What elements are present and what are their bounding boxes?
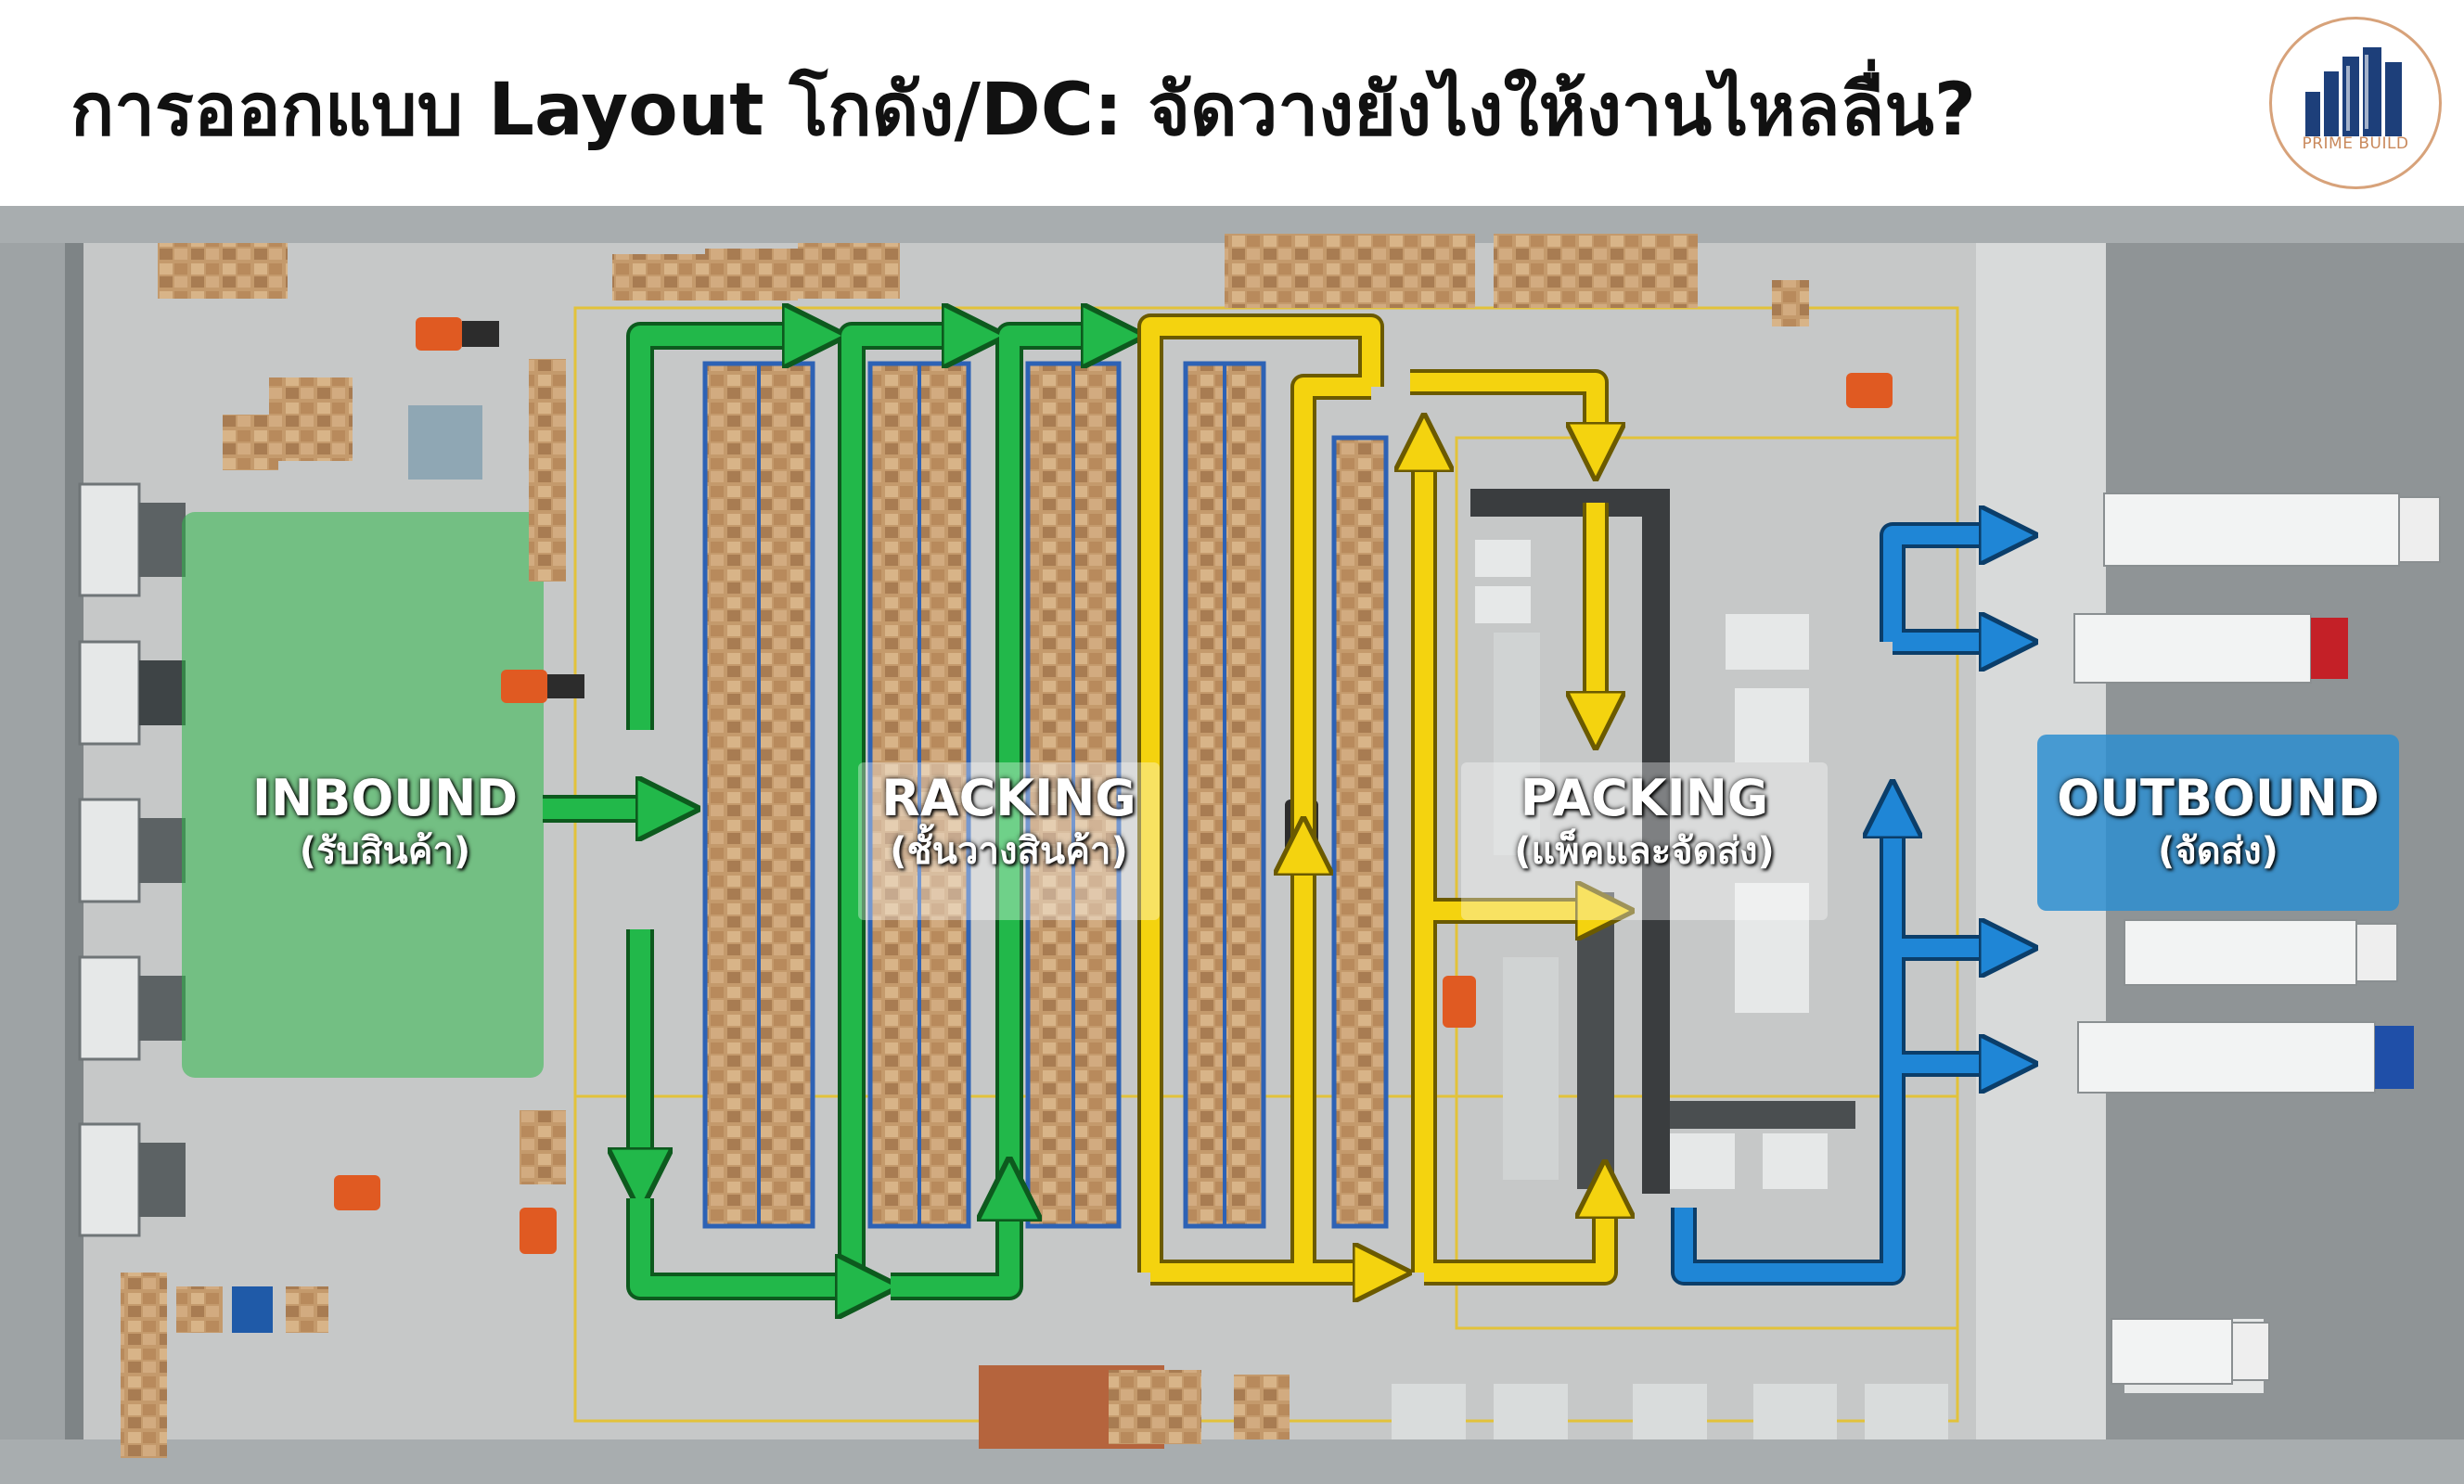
header: การออกแบบ Layout โกดัง/DC: จัดวางยังไงให…	[0, 0, 2464, 206]
outbound-label: OUTBOUND (จัดส่ง)	[2037, 770, 2399, 876]
inbound-label: INBOUND (รับสินค้า)	[223, 770, 547, 876]
packing-label-sub: (แพ็คและจัดส่ง)	[1514, 830, 1775, 873]
pallet-icon	[121, 234, 1809, 1458]
flow-inbound-racking	[543, 336, 1113, 1291]
prime-build-logo: PRIME BUILD	[2269, 17, 2442, 189]
floor-plan	[0, 206, 2464, 1484]
outbound-label-name: OUTBOUND	[2057, 769, 2380, 827]
logo-text: PRIME BUILD	[2302, 134, 2409, 153]
flow-racking-packing	[1141, 317, 1605, 1273]
warehouse-floor: INBOUND (รับสินค้า) RACKING (ชั้นวางสินค…	[0, 206, 2464, 1484]
inbound-label-name: INBOUND	[251, 769, 519, 827]
outbound-label-sub: (จัดส่ง)	[2158, 830, 2278, 873]
packing-label: PACKING (แพ็คและจัดส่ง)	[1457, 770, 1832, 876]
conveyor-icon	[1470, 489, 1855, 1194]
flow-packing-outbound	[1675, 535, 2008, 1282]
rack-icon	[702, 361, 1389, 1229]
inbound-zone	[182, 512, 544, 1078]
warehouse-logo-icon	[2305, 47, 2402, 136]
page-title: การออกแบบ Layout โกดัง/DC: จัดวางยังไงให…	[71, 69, 1976, 152]
truck-icon	[2073, 493, 2441, 1385]
outbound-zone	[2037, 735, 2399, 911]
packing-label-bg	[1461, 762, 1828, 920]
inbound-label-sub: (รับสินค้า)	[299, 830, 471, 873]
racking-label-sub: (ชั้นวางสินค้า)	[890, 830, 1128, 873]
racking-label: RACKING (ชั้นวางสินค้า)	[849, 770, 1169, 876]
racking-label-name: RACKING	[881, 769, 1136, 827]
packing-label-name: PACKING	[1520, 769, 1769, 827]
racking-label-bg	[858, 762, 1160, 920]
dock-doors-left	[78, 482, 186, 1237]
